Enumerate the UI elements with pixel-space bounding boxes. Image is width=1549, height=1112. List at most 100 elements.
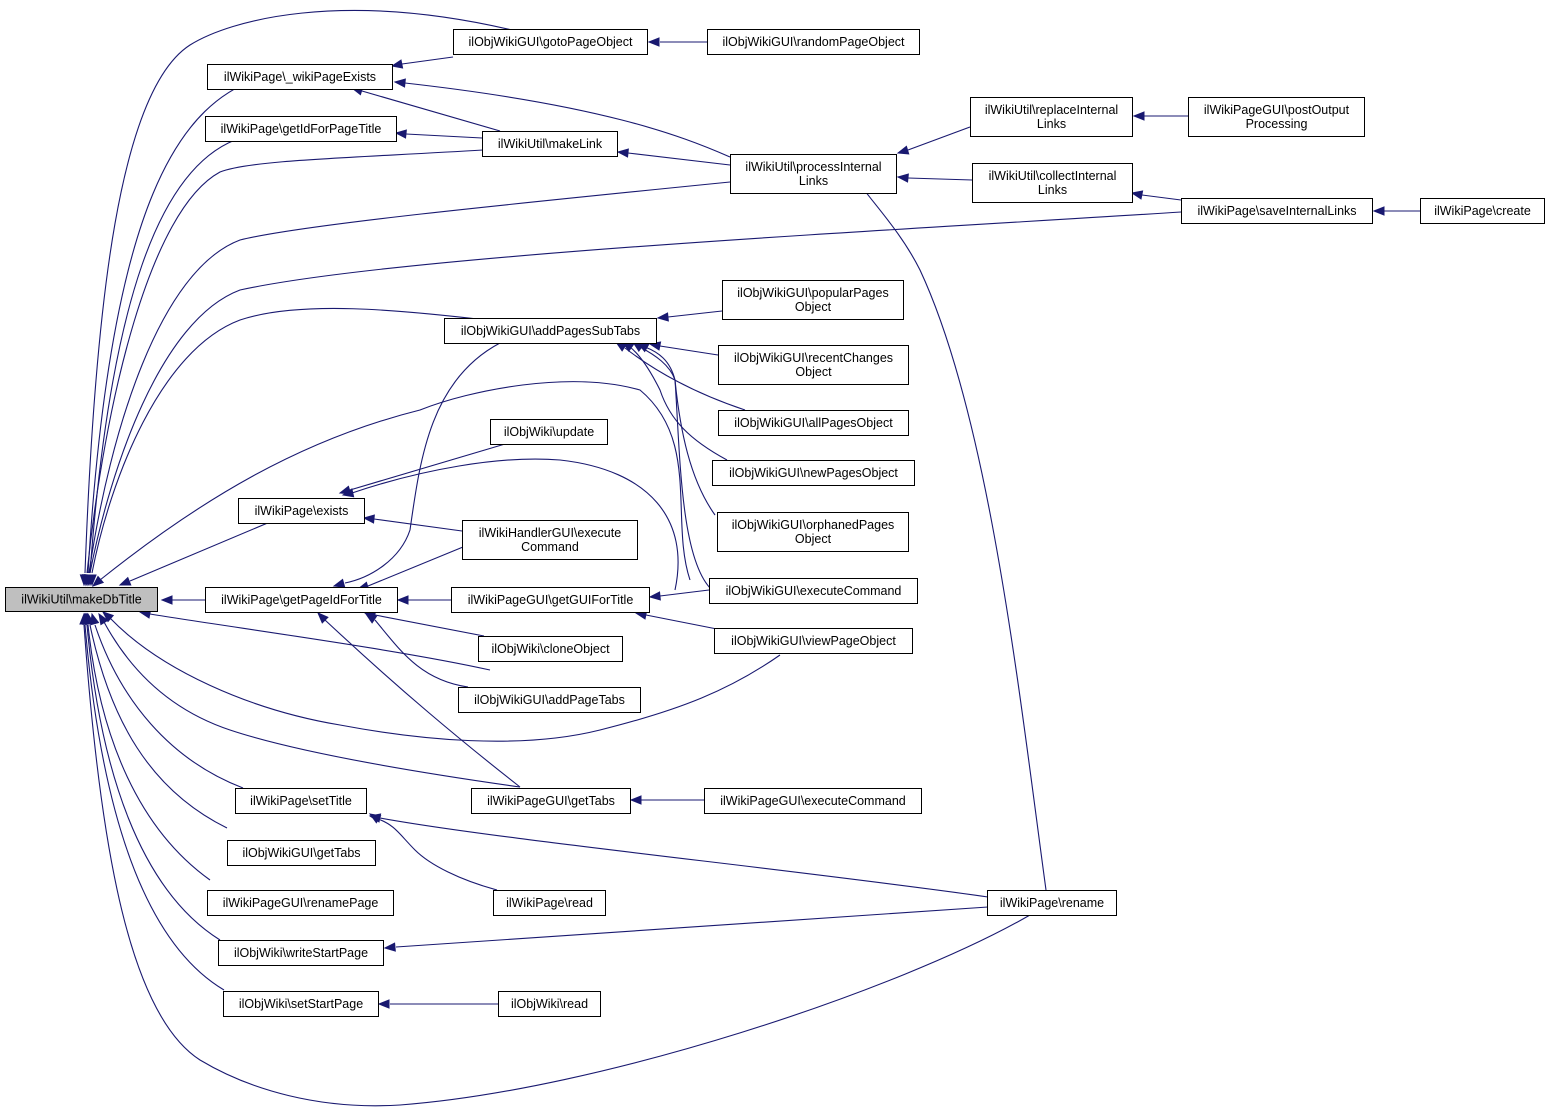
call-arrowhead <box>648 591 661 601</box>
node-box <box>5 587 158 612</box>
node-label: Links <box>1038 183 1067 197</box>
node-label: ilWikiPage\getPageIdForTitle <box>221 593 382 607</box>
call-edge <box>129 521 271 582</box>
call-edge <box>659 345 719 356</box>
function-node-getIdForPageTitle[interactable]: ilWikiPage\getIdForPageTitle <box>205 116 397 142</box>
function-node-handlerExecuteCommand[interactable]: ilWikiHandlerGUI\executeCommand <box>462 520 638 560</box>
node-box <box>730 154 897 194</box>
function-node-wikiPageExists[interactable]: ilWikiPage\_wikiPageExists <box>207 64 393 90</box>
function-node-setTitle[interactable]: ilWikiPage\setTitle <box>235 788 367 814</box>
call-arrowhead <box>647 37 660 47</box>
node-label: ilWikiPage\saveInternalLinks <box>1197 204 1356 218</box>
node-label: Object <box>795 532 832 546</box>
function-node-wikiPageRead[interactable]: ilWikiPage\read <box>493 890 606 916</box>
node-label: ilWikiPageGUI\postOutput <box>1204 103 1350 117</box>
function-node-addPageTabs[interactable]: ilObjWikiGUI\addPageTabs <box>458 687 641 713</box>
node-box <box>223 991 379 1017</box>
node-label: ilWikiUtil\processInternal <box>745 160 881 174</box>
call-edge <box>401 56 454 65</box>
function-node-objWikiUpdate[interactable]: ilObjWiki\update <box>490 419 608 445</box>
call-arrowhead <box>317 612 329 624</box>
node-label: ilObjWikiGUI\newPagesObject <box>729 466 898 480</box>
function-node-viewPageObject[interactable]: ilObjWikiGUI\viewPageObject <box>714 628 913 654</box>
function-node-writeStartPage[interactable]: ilObjWiki\writeStartPage <box>218 940 384 966</box>
function-node-getGUIForTitle[interactable]: ilWikiPageGUI\getGUIForTitle <box>451 587 650 613</box>
function-node-randomPageObject[interactable]: ilObjWikiGUI\randomPageObject <box>707 29 920 55</box>
function-node-getPageIdForTitle[interactable]: ilWikiPage\getPageIdForTitle <box>205 587 398 613</box>
call-edge <box>94 624 244 789</box>
call-edge <box>373 518 463 532</box>
node-box <box>207 890 394 916</box>
function-node-pageGUIExecuteCommand[interactable]: ilWikiPageGUI\executeCommand <box>704 788 922 814</box>
call-arrowhead <box>1132 111 1145 121</box>
node-label: ilObjWiki\cloneObject <box>491 642 610 656</box>
function-node-setStartPage[interactable]: ilObjWiki\setStartPage <box>223 991 379 1017</box>
call-edge <box>395 906 989 948</box>
node-label: ilObjWikiGUI\addPageTabs <box>474 693 625 707</box>
call-arrowhead <box>393 78 406 88</box>
function-node-renamePage[interactable]: ilWikiPageGUI\renamePage <box>207 890 394 916</box>
function-node-objWikiGUIExecuteCommand[interactable]: ilObjWikiGUI\executeCommand <box>709 578 918 604</box>
node-label: ilWikiPage\_wikiPageExists <box>224 70 376 84</box>
call-edge <box>1141 194 1182 201</box>
node-label: ilWikiPageGUI\getTabs <box>487 794 615 808</box>
node-label: ilWikiUtil\makeDbTitle <box>21 593 141 607</box>
call-edge <box>109 617 781 742</box>
function-node-gotoPageObject[interactable]: ilObjWikiGUI\gotoPageObject <box>453 29 648 55</box>
call-arrowhead <box>1130 190 1144 200</box>
call-arrowhead <box>656 312 669 322</box>
node-label: ilWikiPage\setTitle <box>250 794 352 808</box>
call-edge <box>379 817 989 898</box>
call-arrowhead <box>364 613 378 624</box>
node-label: ilObjWiki\writeStartPage <box>234 946 368 960</box>
node-box <box>1420 198 1545 224</box>
node-box <box>490 419 608 445</box>
call-edge <box>361 90 501 132</box>
function-node-allPagesObject[interactable]: ilObjWikiGUI\allPagesObject <box>718 410 909 436</box>
call-arrowhead <box>362 514 375 524</box>
call-edge <box>86 624 221 941</box>
call-edge <box>907 126 971 151</box>
function-node-objWikiGUIGetTabs[interactable]: ilObjWikiGUI\getTabs <box>227 840 376 866</box>
node-box <box>707 29 920 55</box>
node-label: ilObjWikiGUI\gotoPageObject <box>469 35 633 49</box>
node-label: ilObjWikiGUI\popularPages <box>737 286 888 300</box>
function-node-wikiPageExists2[interactable]: ilWikiPage\exists <box>238 498 365 524</box>
function-node-saveInternalLinks[interactable]: ilWikiPage\saveInternalLinks <box>1181 198 1373 224</box>
function-node-newPagesObject[interactable]: ilObjWikiGUI\newPagesObject <box>712 460 915 486</box>
node-label: ilWikiUtil\makeLink <box>498 137 603 151</box>
function-node-wikiPageRename[interactable]: ilWikiPage\rename <box>987 890 1117 916</box>
node-box <box>478 636 623 662</box>
call-edge <box>405 133 483 139</box>
function-node-makeLink[interactable]: ilWikiUtil\makeLink <box>482 131 618 157</box>
node-box <box>987 890 1117 916</box>
node-label: Processing <box>1246 117 1308 131</box>
call-edges <box>83 9 1420 1107</box>
function-node-cloneObject[interactable]: ilObjWiki\cloneObject <box>478 636 623 662</box>
call-edge <box>83 624 1031 1107</box>
node-label: Links <box>799 174 828 188</box>
node-label: ilObjWikiGUI\executeCommand <box>726 584 902 598</box>
call-edge <box>87 624 211 881</box>
node-label: ilObjWiki\setStartPage <box>239 997 363 1011</box>
node-label: ilWikiUtil\replaceInternal <box>985 103 1118 117</box>
node-label: ilWikiPageGUI\getGUIForTitle <box>468 593 634 607</box>
function-node-objWikiRead[interactable]: ilObjWiki\read <box>498 991 601 1017</box>
function-node-addPagesSubTabs[interactable]: ilObjWikiGUI\addPagesSubTabs <box>444 318 657 344</box>
function-node-create[interactable]: ilWikiPage\create <box>1420 198 1545 224</box>
node-label: Object <box>795 365 832 379</box>
function-node-pageGUIGetTabs[interactable]: ilWikiPageGUI\getTabs <box>471 788 631 814</box>
call-arrowhead <box>98 612 109 626</box>
node-label: Object <box>795 300 832 314</box>
function-node-makeDbTitle[interactable]: ilWikiUtil\makeDbTitle <box>5 587 158 612</box>
call-arrowhead <box>91 575 105 587</box>
node-label: ilObjWikiGUI\getTabs <box>242 846 360 860</box>
